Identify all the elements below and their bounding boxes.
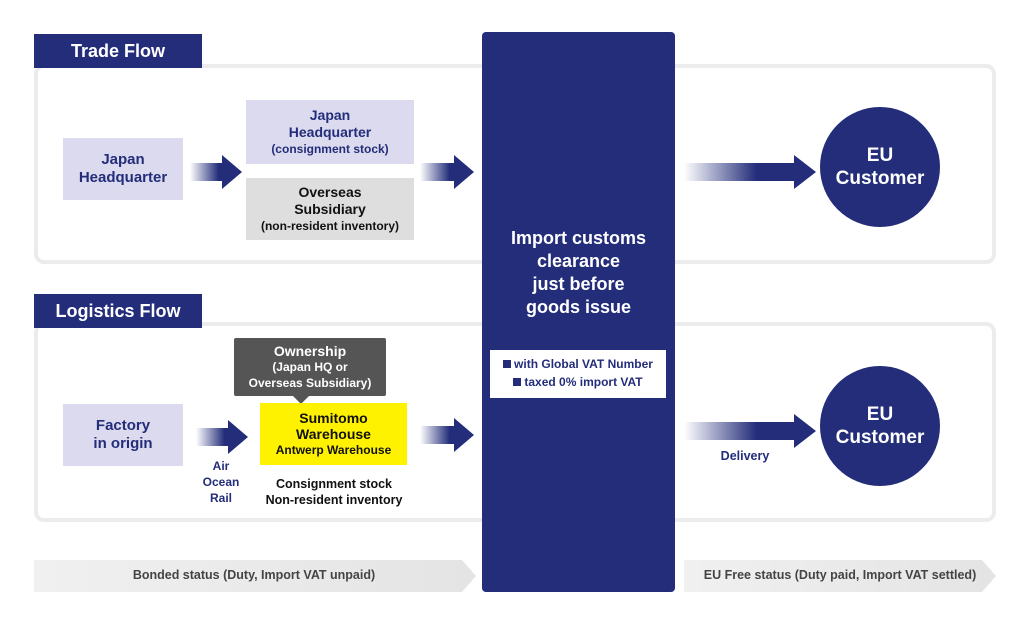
customs-title-line-2: clearance [536, 251, 621, 271]
logistics-eu-line-2: Customer [835, 427, 925, 448]
consignment-line-3: (consignment stock) [271, 141, 389, 156]
trade-arrow-3-icon [684, 155, 816, 189]
sumitomo-warehouse-box: Sumitomo Warehouse Antwerp Warehouse [260, 403, 407, 465]
bullet-square-icon [513, 378, 522, 386]
subsidiary-line-1: Overseas [298, 183, 362, 200]
customs-note-1: with Global VAT Number [494, 355, 662, 373]
stock-note-line-1: Consignment stock [276, 477, 392, 491]
japan-hq-line-2: Headquarter [78, 169, 168, 186]
transport-modes: Air Ocean Rail [196, 458, 246, 506]
customs-title-line-1: Import customs [510, 228, 647, 248]
stock-note-line-2: Non-resident inventory [265, 493, 403, 507]
stock-note: Consignment stock Non-resident inventory [248, 476, 420, 508]
transport-rail: Rail [209, 491, 232, 505]
trade-arrow-1-icon [190, 155, 242, 189]
customs-note-2: taxed 0% import VAT [494, 373, 662, 391]
trade-eu-customer-circle: EU Customer [820, 107, 940, 227]
customs-title: Import customs clearance just before goo… [482, 227, 675, 319]
japan-hq-consignment-box: Japan Headquarter (consignment stock) [246, 100, 414, 164]
free-status-band [684, 560, 996, 592]
factory-line-2: in origin [93, 435, 153, 452]
consignment-line-2: Headquarter [288, 123, 372, 140]
customs-notes-box: with Global VAT Number taxed 0% import V… [490, 350, 666, 398]
logistics-arrow-2-icon [420, 418, 474, 452]
bullet-square-icon [503, 360, 512, 368]
logistics-eu-customer-circle: EU Customer [820, 366, 940, 486]
customs-title-line-3: just before [532, 274, 625, 294]
warehouse-line-2: Warehouse [296, 426, 371, 442]
factory-line-1: Factory [95, 417, 151, 434]
subsidiary-line-2: Subsidiary [294, 200, 366, 217]
customs-clearance-column [482, 32, 675, 592]
logistics-eu-line-1: EU [866, 404, 894, 425]
transport-air: Air [212, 459, 230, 473]
customs-title-line-4: goods issue [525, 297, 632, 317]
ownership-line-1: Ownership [273, 343, 347, 359]
bonded-status-label: Bonded status (Duty, Import VAT unpaid) [132, 568, 376, 582]
trade-eu-line-1: EU [866, 145, 894, 166]
subsidiary-line-3: (non-resident inventory) [260, 218, 399, 233]
japan-hq-origin-box: Japan Headquarter [63, 138, 183, 200]
trade-eu-line-2: Customer [835, 168, 925, 189]
logistics-arrow-3-icon [684, 414, 816, 448]
ownership-line-3: Overseas Subsidiary) [248, 376, 372, 390]
japan-hq-line-1: Japan [101, 151, 145, 168]
logistics-arrow-1-icon [196, 420, 248, 454]
delivery-label: Delivery [720, 449, 770, 463]
factory-origin-box: Factory in origin [63, 404, 183, 466]
logistics-flow-title: Logistics Flow [34, 294, 202, 328]
bonded-status-band [34, 560, 476, 592]
consignment-line-1: Japan [309, 106, 351, 123]
ownership-callout: Ownership (Japan HQ or Overseas Subsidia… [234, 338, 386, 396]
ownership-pointer [292, 395, 310, 404]
trade-arrow-2-icon [420, 155, 474, 189]
transport-ocean: Ocean [202, 475, 240, 489]
ownership-line-2: (Japan HQ or [272, 360, 348, 374]
warehouse-line-3: Antwerp Warehouse [275, 443, 392, 457]
trade-flow-title: Trade Flow [34, 34, 202, 68]
warehouse-line-1: Sumitomo [299, 410, 368, 426]
free-status-label: EU Free status (Duty paid, Import VAT se… [703, 568, 977, 582]
overseas-subsidiary-box: Overseas Subsidiary (non-resident invent… [246, 178, 414, 240]
